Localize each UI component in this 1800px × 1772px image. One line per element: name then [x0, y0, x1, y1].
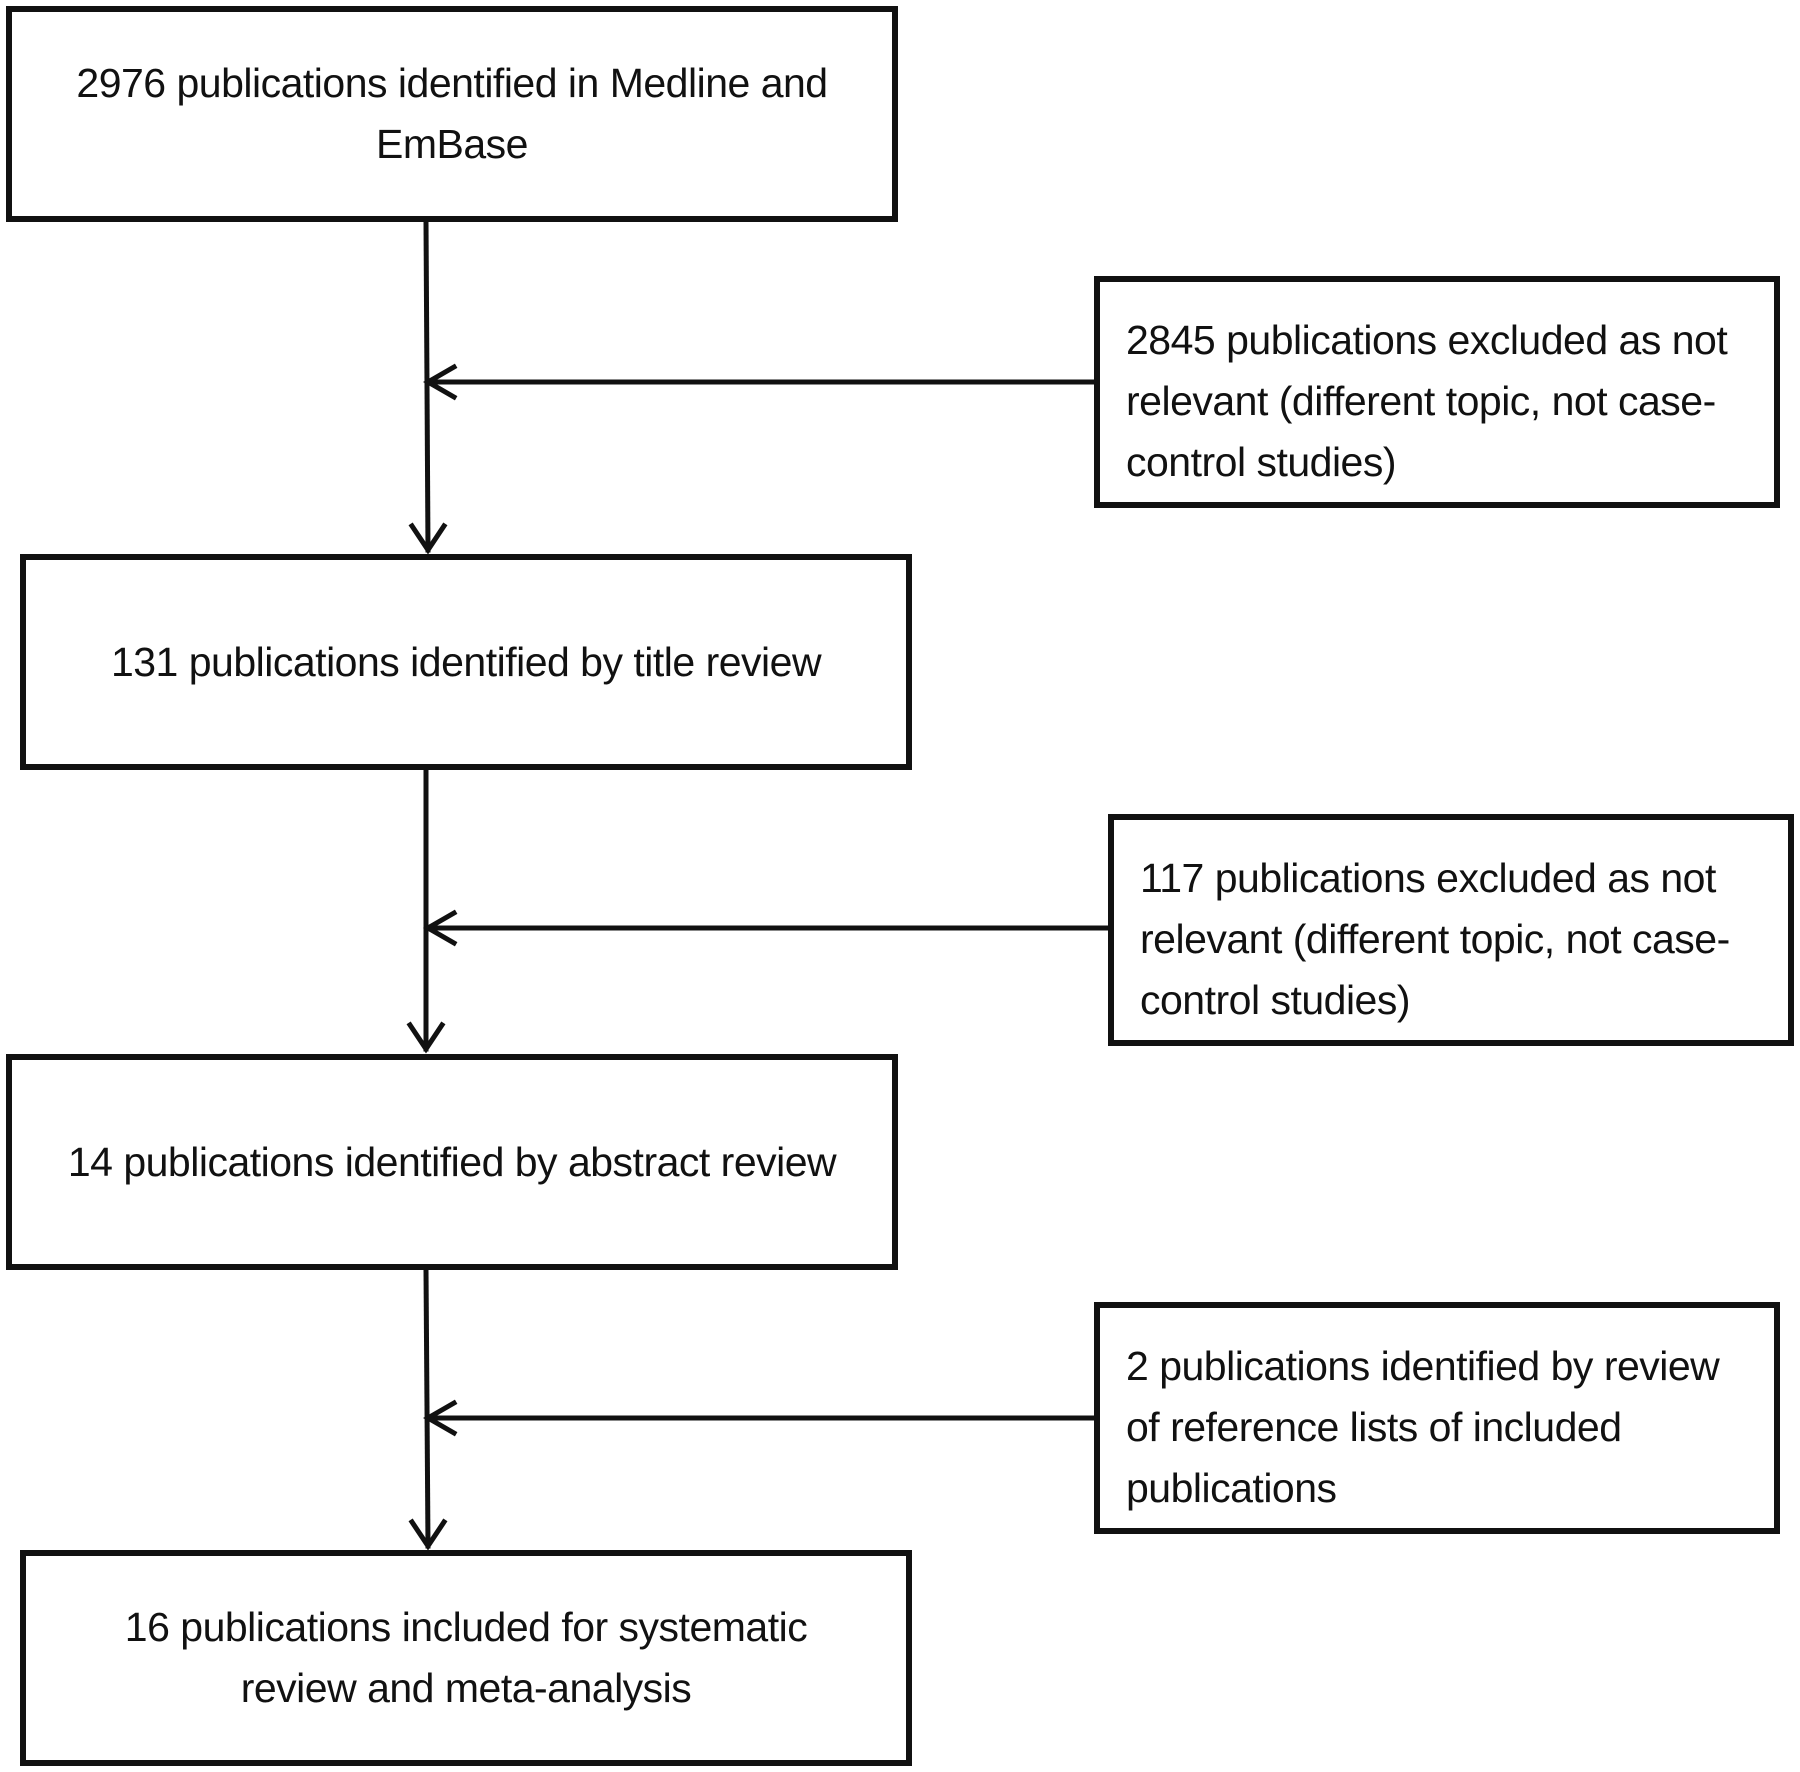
- text-line: control studies): [1140, 977, 1411, 1023]
- text-line: 16 publications included for systematic: [124, 1604, 808, 1650]
- box-abstract-review: 14 publications identified by abstract r…: [6, 1054, 898, 1270]
- text-line: 2845 publications excluded as not: [1126, 317, 1728, 363]
- text-line: review and meta-analysis: [240, 1665, 692, 1711]
- box-identified-medline-embase: 2976 publications identified in Medline …: [6, 6, 898, 222]
- box-excluded-2845: 2845 publications excluded as not releva…: [1094, 276, 1780, 508]
- text-line: relevant (different topic, not case-: [1140, 916, 1730, 962]
- flow-arrow-1-head: [408, 522, 448, 555]
- box-title-review-text: 131 publications identified by title rev…: [110, 632, 822, 693]
- text-line: 117 publications excluded as not: [1140, 855, 1716, 901]
- box-excluded-117: 117 publications excluded as not relevan…: [1108, 814, 1794, 1046]
- text-line: publications: [1126, 1465, 1337, 1511]
- text-line: EmBase: [376, 121, 528, 167]
- text-line: 2 publications identified by review: [1126, 1343, 1720, 1389]
- box-included-systematic-review-text: 16 publications included for systematic …: [124, 1597, 808, 1719]
- flow-arrow-3-head: [408, 1518, 448, 1551]
- text-line: 2976 publications identified in Medline …: [76, 60, 828, 106]
- text-line: 131 publications identified by title rev…: [110, 638, 822, 685]
- flow-arrow-1-line: [423, 219, 431, 553]
- side-arrow-1-head: [422, 363, 458, 401]
- box-identified-medline-embase-text: 2976 publications identified in Medline …: [76, 53, 828, 175]
- text-line: 14 publications identified by abstract r…: [67, 1138, 837, 1185]
- box-title-review: 131 publications identified by title rev…: [20, 554, 912, 770]
- text-line: control studies): [1126, 439, 1397, 485]
- side-arrow-3-head: [422, 1399, 458, 1437]
- box-included-systematic-review: 16 publications included for systematic …: [20, 1550, 912, 1766]
- flow-arrow-2-head: [406, 1021, 446, 1054]
- flow-arrow-3-line: [423, 1267, 431, 1549]
- text-line: of reference lists of included: [1126, 1404, 1622, 1450]
- text-line: relevant (different topic, not case-: [1126, 378, 1716, 424]
- box-abstract-review-text: 14 publications identified by abstract r…: [67, 1132, 837, 1193]
- box-reference-lists: 2 publications identified by review of r…: [1094, 1302, 1780, 1534]
- side-arrow-2-head: [422, 909, 458, 947]
